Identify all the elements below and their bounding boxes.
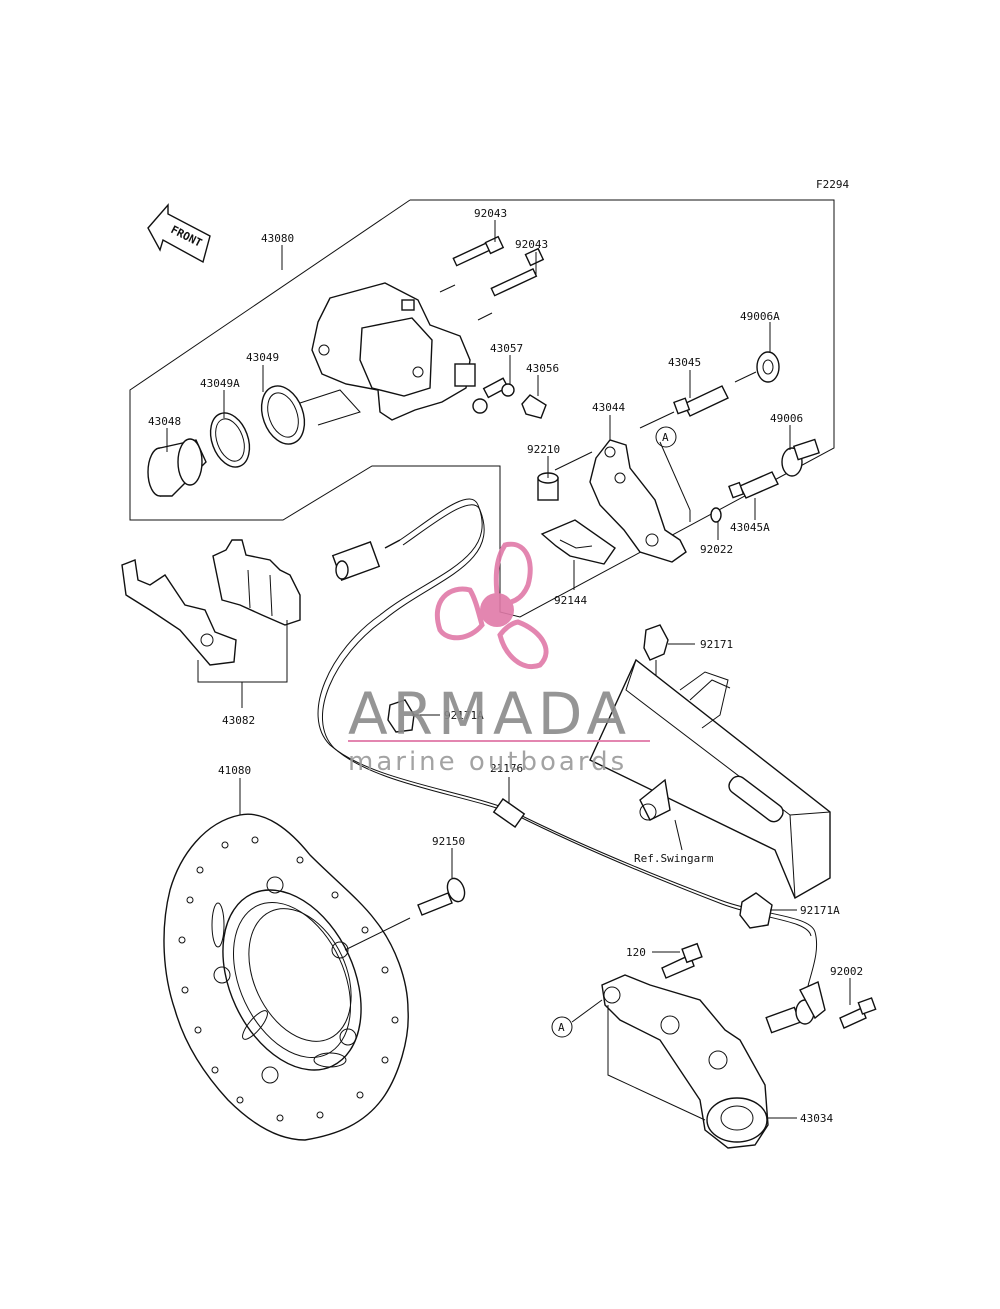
callout-a-upper: A: [655, 426, 677, 448]
svg-text:A: A: [558, 1021, 565, 1034]
caliper-assembly-frame: [129, 199, 835, 618]
seal-43049A: [209, 412, 251, 468]
circlip-92022: [710, 507, 722, 523]
brake-disc-41080: [163, 813, 409, 1141]
watermark-brand: ARMADA: [348, 680, 631, 748]
label-43045: 43045: [668, 356, 701, 369]
clamp-92171A-upper: [387, 699, 415, 733]
label-43080: 43080: [261, 232, 294, 245]
boot-49006: [781, 438, 820, 477]
label-92043-a: 92043: [474, 207, 507, 220]
label-43049: 43049: [246, 351, 279, 364]
label-43044: 43044: [592, 401, 625, 414]
screw-92002: [839, 997, 877, 1029]
label-43049A: 43049A: [200, 377, 240, 390]
label-92171: 92171: [700, 638, 733, 651]
callout-a-lower: A: [551, 999, 603, 1038]
label-41080: 41080: [218, 764, 251, 777]
ref-swingarm-label: Ref.Swingarm: [634, 852, 714, 865]
figure-code: F2294: [816, 178, 849, 191]
bleeder-43056: [521, 394, 547, 419]
clamp-92171A-lower: [739, 892, 773, 929]
label-43057: 43057: [490, 342, 523, 355]
sensor-wire-21176: [317, 498, 818, 987]
caliper-bracket-43044: [554, 439, 687, 563]
label-43045A: 43045A: [730, 521, 770, 534]
bolt-92043-a: [439, 235, 505, 293]
watermark-tagline: marine outboards: [348, 747, 627, 777]
swingarm-reference: [589, 658, 831, 900]
label-92150: 92150: [432, 835, 465, 848]
label-92144: 92144: [554, 594, 587, 607]
bolt-92043-b: [477, 247, 545, 321]
watermark: ARMADA marine outboards: [348, 541, 650, 777]
rear-brake-bracket-43034: [601, 974, 769, 1149]
label-49006: 49006: [770, 412, 803, 425]
pad-spring-92144: [540, 519, 616, 565]
brake-pad-inner: [212, 539, 301, 626]
label-92171A-a: 92171A: [444, 709, 484, 722]
caliper-body: [311, 282, 476, 421]
label-92022: 92022: [700, 543, 733, 556]
label-49006A: 49006A: [740, 310, 780, 323]
boot-49006A: [756, 351, 780, 383]
brake-pad-outer: [121, 559, 237, 666]
label-120: 120: [626, 946, 646, 959]
screw-120: [661, 942, 703, 979]
sensor-connector: [331, 539, 401, 581]
label-21176: 21176: [490, 762, 523, 775]
label-43048: 43048: [148, 415, 181, 428]
slide-pin-43045: [639, 385, 729, 429]
label-92171A-b: 92171A: [800, 904, 840, 917]
slide-pin-43045A: [728, 471, 779, 499]
stopper-bolt: [765, 981, 826, 1034]
label-92002: 92002: [830, 965, 863, 978]
piston-43048: [147, 438, 207, 497]
label-43082: 43082: [222, 714, 255, 727]
seal-43049: [260, 385, 306, 445]
label-43056: 43056: [526, 362, 559, 375]
front-arrow-icon: FRONT: [147, 203, 211, 264]
armada-logo-icon: [434, 541, 549, 670]
bleed-cap-43057: [472, 377, 515, 414]
label-43034: 43034: [800, 1112, 833, 1125]
label-92210: 92210: [527, 443, 560, 456]
svg-text:A: A: [662, 431, 669, 444]
disc-bolt-92150: [417, 877, 466, 916]
wire-grommet: [492, 798, 526, 828]
label-92043-b: 92043: [515, 238, 548, 251]
